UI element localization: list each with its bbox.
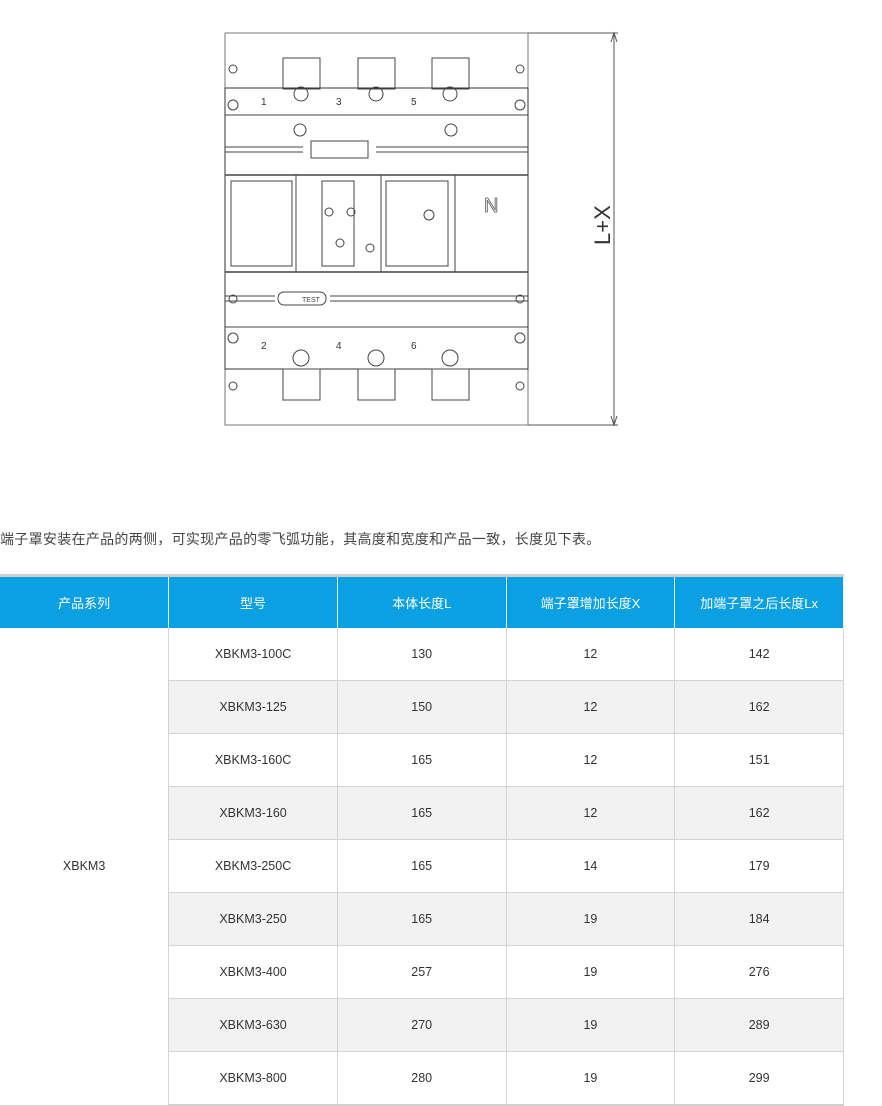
table-cell: XBKM3-125 (168, 680, 338, 734)
table-cell: XBKM3-160C (168, 733, 338, 787)
table-cell: 19 (506, 945, 676, 999)
table-cell: 165 (337, 892, 507, 946)
dimension-label: L+X (590, 205, 615, 245)
table-cell: 179 (674, 839, 844, 893)
column-header: 本体长度L (337, 575, 507, 628)
terminal-1: 1 (261, 97, 267, 108)
table-cell: 150 (337, 680, 507, 734)
table-cell: 19 (506, 998, 676, 1052)
table-cell: 12 (506, 733, 676, 787)
table-cell: 12 (506, 786, 676, 840)
table-cell: 14 (506, 839, 676, 893)
table-cell: 276 (674, 945, 844, 999)
table-cell: 12 (506, 680, 676, 734)
table-cell: 19 (506, 1051, 676, 1106)
table-cell: XBKM3-630 (168, 998, 338, 1052)
table-cell: 130 (337, 628, 507, 681)
table-cell: 162 (674, 680, 844, 734)
table-cell: 280 (337, 1051, 507, 1106)
table-cell: XBKM3-160 (168, 786, 338, 840)
table-cell: 257 (337, 945, 507, 999)
column-header: 加端子罩之后长度Lx (674, 575, 844, 628)
table-cell: 142 (674, 628, 844, 681)
neutral-label: N (484, 195, 498, 217)
table-cell: 184 (674, 892, 844, 946)
series-cell: XBKM3 (0, 628, 170, 1106)
column-header: 产品系列 (0, 575, 170, 628)
terminal-5: 5 (411, 97, 417, 108)
table-cell: XBKM3-250C (168, 839, 338, 893)
table-cell: XBKM3-800 (168, 1051, 338, 1106)
table-cell: 165 (337, 733, 507, 787)
terminal-2: 2 (261, 341, 267, 352)
table-cell: 165 (337, 786, 507, 840)
table-cell: XBKM3-250 (168, 892, 338, 946)
table-cell: 289 (674, 998, 844, 1052)
table-cell: 165 (337, 839, 507, 893)
table-cell: 12 (506, 628, 676, 681)
table-cell: 270 (337, 998, 507, 1052)
column-header: 型号 (168, 575, 338, 628)
breaker-terminal-cover-drawing: N TEST 1 3 5 2 4 6 L+X (224, 31, 618, 427)
terminal-4: 4 (336, 341, 342, 352)
table-cell: XBKM3-100C (168, 628, 338, 681)
table-cell: 299 (674, 1051, 844, 1106)
description-text: 端子罩安装在产品的两侧，可实现产品的零飞弧功能，其高度和宽度和产品一致，长度见下… (0, 531, 601, 547)
table-cell: 151 (674, 733, 844, 787)
table-cell: 19 (506, 892, 676, 946)
terminal-3: 3 (336, 97, 342, 108)
test-label: TEST (302, 297, 321, 304)
table-cell: 162 (674, 786, 844, 840)
terminal-6: 6 (411, 341, 417, 352)
column-header: 端子罩增加长度X (506, 575, 676, 628)
table-cell: XBKM3-400 (168, 945, 338, 999)
